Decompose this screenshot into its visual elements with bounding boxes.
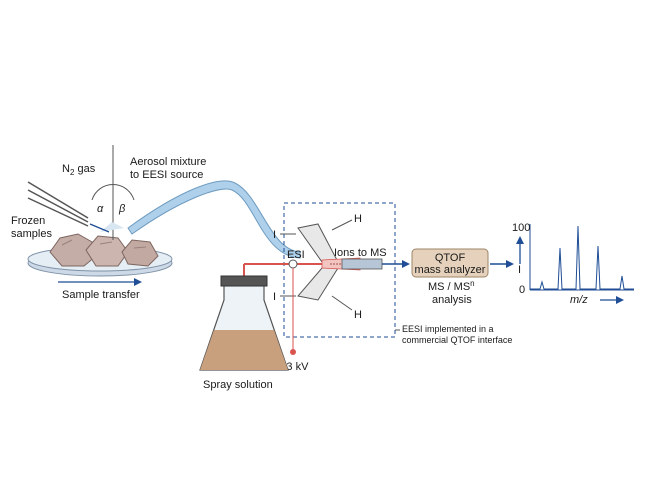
spectrum-x-arrow <box>600 296 624 304</box>
h-top-pointer <box>331 219 353 231</box>
y-zero-label: 0 <box>519 284 525 296</box>
x-axis-label: m/z <box>570 294 588 306</box>
qtof-label-line1: QTOF <box>435 252 466 264</box>
beta-label: β <box>118 203 126 215</box>
bottom-cone-electrode <box>297 267 339 301</box>
sample-transfer-label: Sample transfer <box>62 289 140 301</box>
spray-solution-label: Spray solution <box>203 379 273 391</box>
ms-inlet <box>341 258 383 270</box>
spray-plume <box>89 222 124 233</box>
qtof-box <box>411 248 489 278</box>
y-mid-label: I <box>518 264 521 276</box>
h-bottom-pointer <box>331 295 353 311</box>
arrow-to-spectrum <box>490 260 514 268</box>
h-bottom-label: H <box>354 309 362 321</box>
alpha-label: α <box>97 203 104 215</box>
voltage-terminal <box>290 349 296 355</box>
aerosol-label-line1: Aerosol mixture <box>130 156 206 168</box>
eesi-interface-box <box>283 202 396 338</box>
frozen-label-line1: Frozen <box>11 215 45 227</box>
esi-label: ESI <box>287 249 305 261</box>
spray-solution-flask <box>199 275 289 371</box>
n2-gas-nozzle <box>27 181 89 227</box>
ions-to-ms-label: Ions to MS <box>334 247 387 259</box>
sample-transfer-arrow <box>58 278 142 286</box>
mass-spectrum <box>529 224 634 291</box>
aerosol-tube <box>127 180 301 259</box>
eesi-note-line1: EESI implemented in a <box>402 324 494 334</box>
i-top-label: I <box>273 229 276 241</box>
spectrum-peaks <box>530 225 634 290</box>
angle-arc <box>91 184 135 201</box>
aerosol-label-line2: to EESI source <box>130 169 203 181</box>
h-top-label: H <box>354 213 362 225</box>
spectrum-y-arrow <box>516 236 524 264</box>
y-max-label: 100 <box>512 222 530 234</box>
frozen-sample-rocks <box>49 233 159 267</box>
i-bottom-label: I <box>273 291 276 303</box>
junction-point <box>288 259 298 269</box>
msms-label: MS / MSn <box>428 279 475 293</box>
arrow-to-qtof <box>382 260 410 268</box>
frozen-label-line2: samples <box>11 228 52 240</box>
n2-gas-label: N2 gas <box>62 163 96 177</box>
eesi-note-line2: commercial QTOF interface <box>402 335 512 345</box>
qtof-label-line2: mass analyzer <box>415 264 486 276</box>
analysis-label: analysis <box>432 294 472 306</box>
